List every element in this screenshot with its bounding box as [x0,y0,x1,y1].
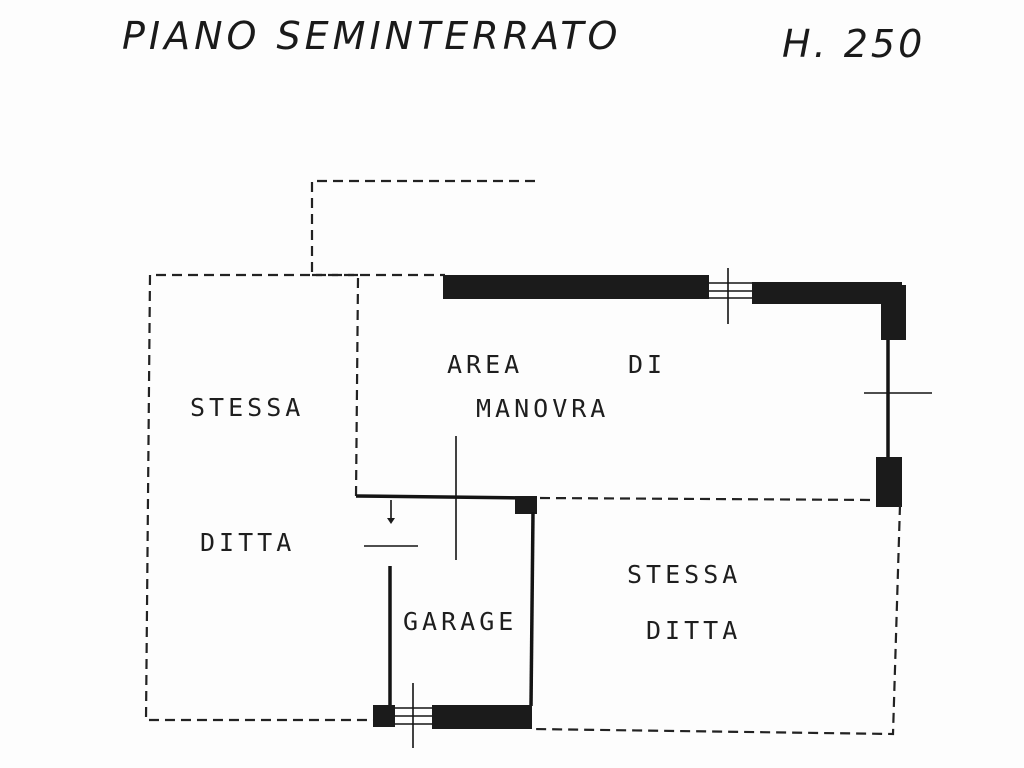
upper-projection-outline [310,179,540,272]
right-wall-upper [881,285,906,340]
maneuver-bottom-dashed [539,496,877,502]
maneuver-left-edge [354,277,360,497]
room-label-garage: GARAGE [403,607,517,636]
room-label-left-line1: STESSA [190,393,304,422]
floor-title: PIANO SEMINTERRATO [122,14,622,58]
top-wall-left [443,275,709,299]
maneuver-bottom-wall [355,494,531,500]
ceiling-height-label: H. 250 [782,22,926,66]
room-label-maneuver-di: DI [628,350,666,379]
garage-bottom-wall-left [373,705,395,727]
right-area-outline [531,504,902,736]
top-wall-right [752,282,902,304]
room-label-right-line1: STESSA [627,560,741,589]
garage-jamb-marker [387,518,395,524]
room-label-left-line2: DITTA [200,528,295,557]
right-wall-lower [876,457,902,507]
garage-corner-block [515,496,537,514]
left-area-outline [144,273,375,722]
room-label-right-line2: DITTA [646,616,741,645]
room-label-maneuver-area: AREA [447,350,523,379]
garage-bottom-wall-right [432,705,532,729]
garage-right-wall [529,511,535,707]
room-label-maneuver-line2: MANOVRA [476,394,609,423]
